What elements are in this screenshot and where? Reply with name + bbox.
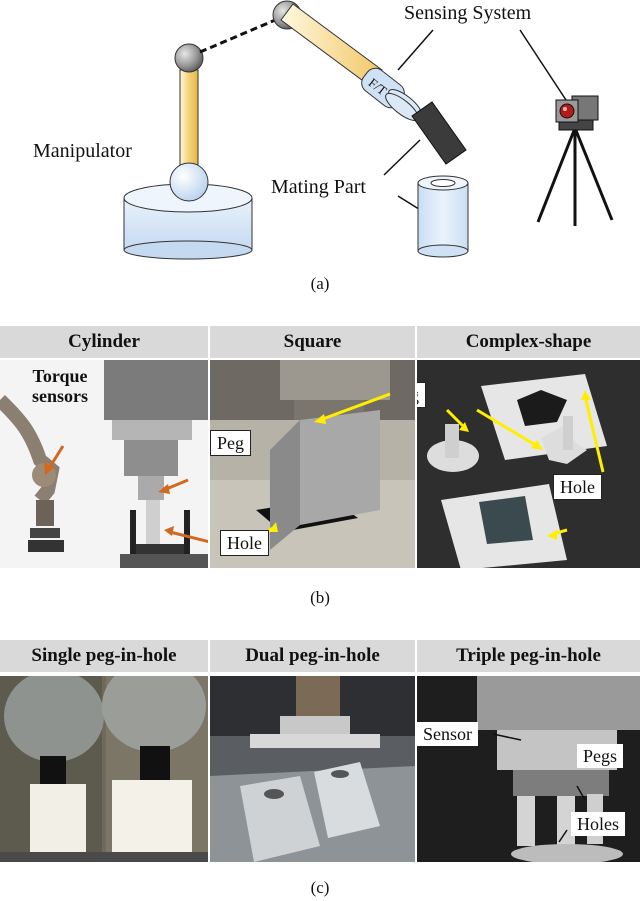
robot-base bbox=[123, 183, 253, 260]
sensing-system-leader bbox=[397, 29, 434, 71]
shoulder-joint-sphere bbox=[174, 43, 204, 73]
dashed-link bbox=[199, 16, 281, 54]
tag-square-hole: Hole bbox=[220, 530, 269, 556]
panel-b-title-cylinder: Cylinder bbox=[0, 326, 208, 358]
sensing-system-leader-2 bbox=[519, 29, 567, 101]
panel-a-diagram: Sensing System Manipulator Mating Part F… bbox=[0, 0, 640, 300]
peg-tool bbox=[411, 101, 467, 165]
photo-triple-peg: Sensor Pegs Holes bbox=[417, 676, 640, 862]
tag-complex-peg: Peg bbox=[417, 382, 426, 408]
panel-b-title-square: Square bbox=[210, 326, 415, 358]
tag-square-peg: Peg bbox=[210, 430, 251, 456]
tag-pegs: Pegs bbox=[577, 744, 624, 768]
photo-square: Peg Hole bbox=[210, 360, 415, 568]
tag-sensor: Sensor bbox=[417, 722, 478, 746]
panel-c-title-dual: Dual peg-in-hole bbox=[210, 640, 415, 672]
panel-c-title-triple: Triple peg-in-hole bbox=[417, 640, 640, 672]
panel-c-title-single: Single peg-in-hole bbox=[0, 640, 208, 672]
label-manipulator: Manipulator bbox=[33, 140, 132, 162]
caption-b: (b) bbox=[310, 588, 330, 607]
tag-torque-sensors: Torque sensors bbox=[31, 366, 88, 406]
manipulator-diagram bbox=[123, 0, 614, 260]
camera-tripod bbox=[536, 95, 614, 226]
photo-complex-shape: Peg Hole bbox=[417, 360, 640, 568]
label-sensing-system: Sensing System bbox=[404, 2, 532, 24]
caption-a: (a) bbox=[310, 274, 330, 293]
panel-b-title-complex: Complex-shape bbox=[417, 326, 640, 358]
tag-holes: Holes bbox=[571, 812, 625, 836]
base-joint-sphere bbox=[169, 162, 209, 202]
tag-complex-hole: Hole bbox=[553, 474, 602, 500]
panel-b: Cylinder Square Complex-shape bbox=[0, 326, 640, 568]
photo-cylinder: Torque sensors bbox=[0, 360, 208, 568]
mating-part-leader bbox=[383, 139, 421, 176]
panel-c: Single peg-in-hole Dual peg-in-hole Trip… bbox=[0, 636, 640, 864]
mating-part-cylinder bbox=[417, 175, 469, 258]
photo-single-peg bbox=[0, 676, 208, 862]
caption-c: (c) bbox=[310, 878, 330, 897]
photo-dual-peg bbox=[210, 676, 415, 862]
label-mating-part: Mating Part bbox=[271, 176, 366, 198]
